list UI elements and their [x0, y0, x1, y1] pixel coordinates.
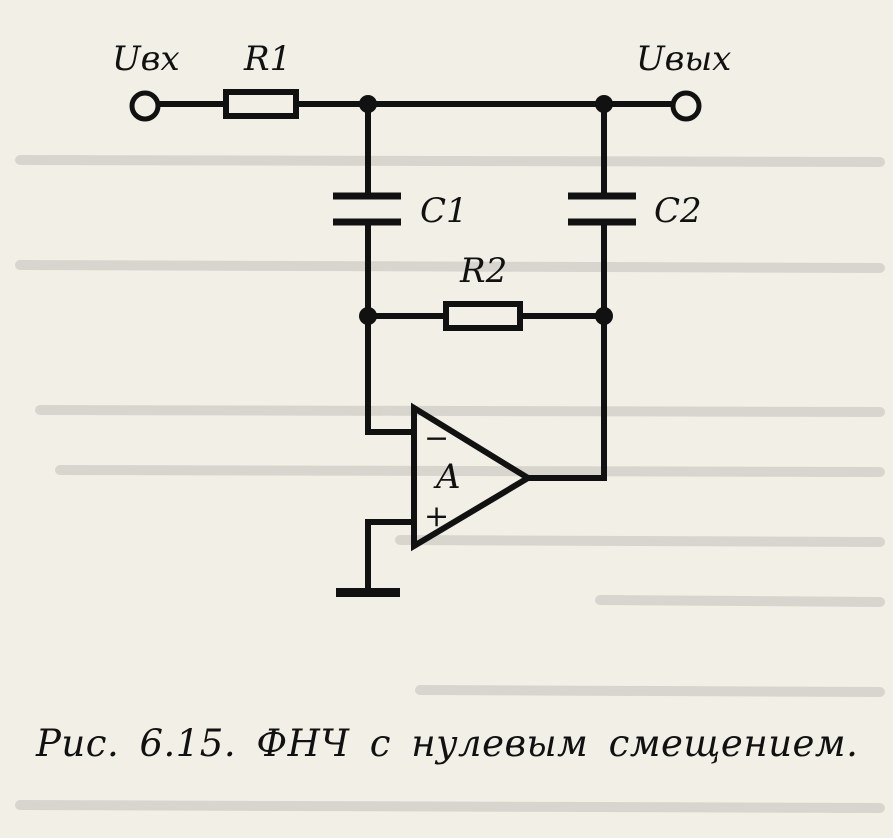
figure-caption: Рис. 6.15. ФНЧ с нулевым смещением. — [36, 722, 859, 765]
label-opamp: A — [433, 457, 461, 497]
output-terminal — [670, 90, 702, 122]
junction-dot — [359, 307, 377, 325]
label-output: Uвых — [636, 39, 731, 79]
label-input: Uвх — [112, 39, 180, 79]
junction-dot — [595, 307, 613, 325]
opamp-a — [411, 402, 534, 552]
label-plus: + — [424, 499, 449, 534]
label-c1: C1 — [420, 191, 468, 231]
label-r1: R1 — [243, 39, 291, 79]
resistor-r2 — [443, 301, 523, 331]
label-minus: − — [424, 421, 449, 456]
resistor-r1 — [223, 89, 299, 119]
ground-symbol — [336, 588, 400, 597]
label-c2: C2 — [654, 191, 702, 231]
junction-dot — [359, 95, 377, 113]
input-terminal — [129, 90, 161, 122]
junction-dot — [595, 95, 613, 113]
label-r2: R2 — [459, 251, 507, 291]
